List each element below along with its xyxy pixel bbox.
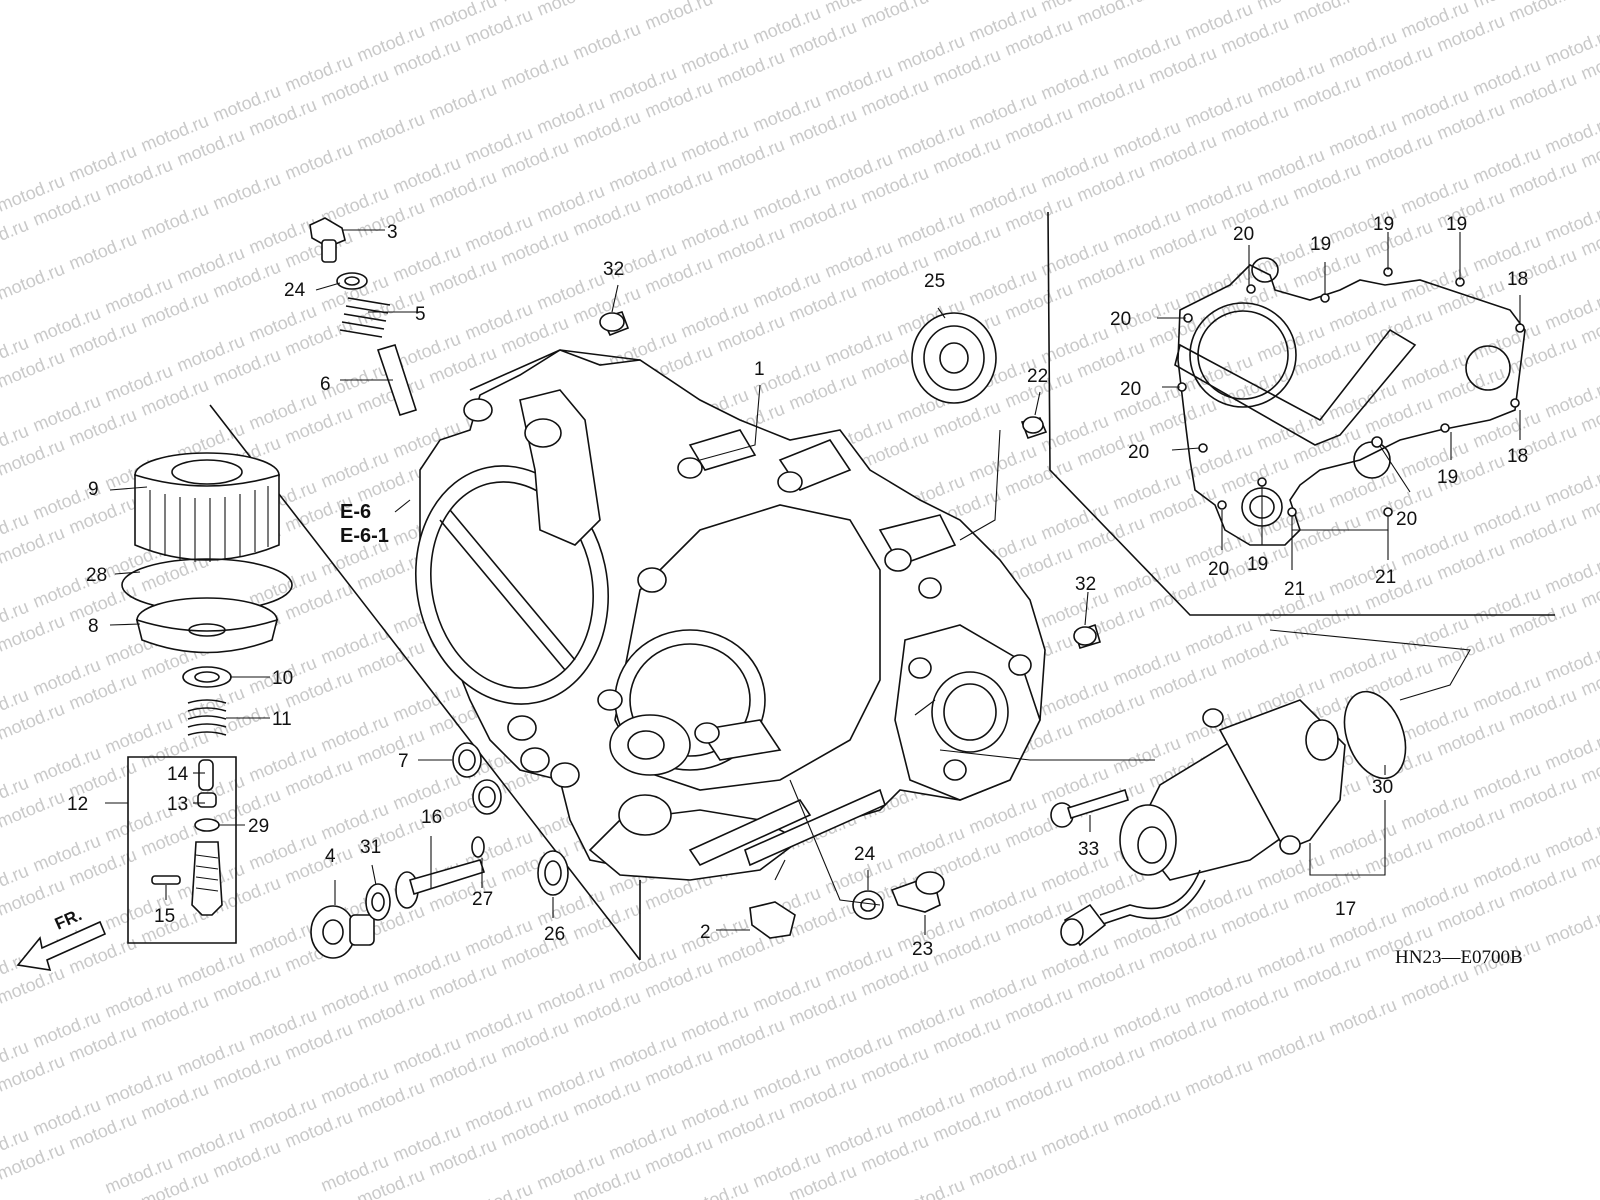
watermark-text: motod.ru (570, 19, 643, 64)
label-part-10: 10 (272, 668, 293, 689)
label-part-2: 2 (700, 922, 711, 943)
leader-lines (105, 229, 1521, 935)
part-labels: 3 24 5 6 9 28 8 10 11 14 12 13 29 15 7 4… (67, 214, 1528, 960)
watermark-text: motod.ru (66, 229, 139, 274)
watermark-text: motod.ru (678, 1177, 751, 1200)
watermark-text: motod.ru (930, 0, 1003, 2)
label-part-11: 11 (272, 709, 292, 730)
label-part-29: 29 (248, 816, 269, 837)
label-part-5: 5 (415, 304, 426, 325)
label-part-6: 6 (320, 374, 331, 395)
label-part-28: 28 (86, 565, 107, 586)
label-part-15: 15 (154, 906, 175, 927)
top-center-small-parts (599, 311, 1101, 649)
label-part-24-b: 24 (854, 844, 876, 865)
reference-e6-1: E-6-1 (340, 525, 389, 547)
watermark-text: motod.ru (1110, 1085, 1183, 1130)
watermark-text: motod.ru (1542, 905, 1600, 950)
watermark-text: motod.ru (426, 79, 499, 124)
label-part-20-c: 20 (1120, 379, 1141, 400)
starter-motor (1050, 690, 1407, 947)
label-part-7: 7 (398, 751, 409, 772)
label-part-32-b: 32 (1075, 574, 1096, 595)
label-part-13: 13 (167, 794, 188, 815)
watermark-text: motod.ru (966, 1145, 1039, 1190)
label-part-8: 8 (88, 616, 99, 637)
watermark-text: motod.ru (642, 0, 715, 34)
gasket-bolt-holes (1177, 267, 1525, 517)
watermark-text: motod.ru (534, 0, 607, 20)
watermark-text: motod.ru (858, 0, 931, 32)
label-part-19-a: 19 (1310, 234, 1331, 255)
reference-labels: E-6 E-6-1 (340, 499, 411, 547)
label-part-20-f: 20 (1396, 509, 1417, 530)
label-part-4: 4 (325, 846, 336, 867)
label-part-20-e: 20 (1208, 559, 1229, 580)
label-part-25: 25 (924, 271, 945, 292)
label-part-18-b: 18 (1507, 446, 1528, 467)
watermark-text: motod.ru (1074, 0, 1147, 30)
watermark-text: motod.ru (1326, 995, 1399, 1040)
label-part-33: 33 (1078, 839, 1099, 860)
label-part-19-d: 19 (1437, 467, 1458, 488)
watermark-text: motod.ru (714, 0, 787, 4)
label-part-30: 30 (1372, 777, 1393, 798)
watermark-text: motod.ru (894, 1175, 967, 1200)
label-part-21-a: 21 (1284, 579, 1305, 600)
label-part-19-b: 19 (1373, 214, 1394, 235)
watermark-text: motod.ru (462, 1179, 535, 1200)
label-part-16: 16 (421, 807, 442, 828)
label-part-14: 14 (167, 764, 189, 785)
watermark-text: motod.ru (1038, 1115, 1111, 1160)
label-part-19-c: 19 (1446, 214, 1467, 235)
label-part-23: 23 (912, 939, 933, 960)
label-part-22: 22 (1027, 366, 1048, 387)
label-part-31: 31 (360, 837, 381, 858)
label-part-20-b: 20 (1110, 309, 1131, 330)
label-part-1: 1 (754, 359, 765, 380)
watermark-text: motod.ru (1254, 1025, 1327, 1070)
label-part-3: 3 (387, 222, 398, 243)
label-part-26: 26 (544, 924, 565, 945)
lower-center-small-parts (749, 871, 945, 939)
watermark-text: motod.ru (354, 109, 427, 154)
label-part-17: 17 (1335, 899, 1356, 920)
watermark-text: motod.ru (210, 169, 283, 214)
watermark-text: motod.ru (1398, 965, 1471, 1010)
watermark-text: motod.ru (0, 215, 31, 260)
lower-left-small-parts (310, 742, 569, 959)
label-part-27: 27 (472, 889, 493, 910)
relief-valve-parts (309, 217, 418, 416)
diagram-code: HN23—E0700B (1395, 947, 1523, 968)
oil-filter-parts (121, 452, 293, 944)
watermark-text: motod.ru (138, 199, 211, 244)
label-part-32-a: 32 (603, 259, 624, 280)
front-direction-arrow-icon (16, 920, 107, 971)
cover-gasket (1174, 257, 1526, 546)
label-part-20-a: 20 (1233, 224, 1254, 245)
watermark-text: motod.ru (1290, 0, 1363, 28)
watermark-text: motod.ru (282, 139, 355, 184)
watermark-text: motod.ru (498, 49, 571, 94)
label-part-21-b: 21 (1375, 567, 1396, 588)
crankcase-cover (414, 349, 1046, 881)
label-part-24-a: 24 (284, 280, 306, 301)
label-part-19-e: 19 (1247, 554, 1268, 575)
watermark-text: motod.ru (0, 259, 67, 304)
label-part-9: 9 (88, 479, 99, 500)
watermark-text: motod.ru (1506, 0, 1579, 26)
label-part-20-d: 20 (1128, 442, 1149, 463)
label-part-18-a: 18 (1507, 269, 1528, 290)
label-part-12: 12 (67, 794, 88, 815)
reference-e6: E-6 (340, 501, 371, 523)
watermark-text: motod.ru (1182, 1055, 1255, 1100)
